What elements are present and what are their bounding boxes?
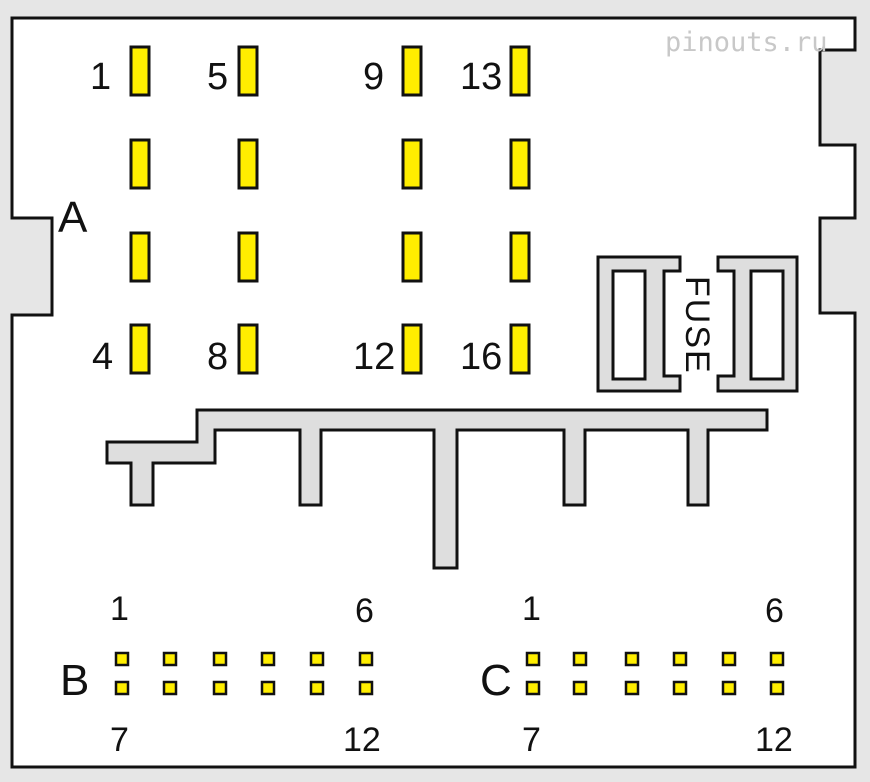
pin-a-10 [401,138,423,190]
pin-b-6 [358,651,374,667]
fuse-slot-right [749,269,785,381]
pin-label-a-4: 4 [92,336,113,378]
pin-b-12 [358,680,374,696]
pin-a-9 [401,45,423,97]
pin-b-3 [212,651,228,667]
pin-a-1 [129,45,151,97]
pin-label-c-7: 7 [522,721,541,759]
pin-b-10 [260,680,276,696]
pin-b-9 [212,680,228,696]
pin-label-c-1: 1 [522,590,541,628]
fuse-label: FUSE [678,276,716,375]
pin-label-c-12: 12 [755,721,793,759]
pin-c-12 [769,680,785,696]
pin-a-4 [129,323,151,375]
pin-a-3 [129,231,151,283]
pin-b-7 [114,680,130,696]
pin-c-10 [672,680,688,696]
pin-b-8 [162,680,178,696]
pin-c-8 [572,680,588,696]
pin-c-3 [624,651,640,667]
pin-c-4 [672,651,688,667]
pin-a-7 [237,231,259,283]
pin-a-13 [509,45,531,97]
pin-label-a-13: 13 [460,56,502,98]
pin-label-a-8: 8 [207,336,228,378]
pin-a-12 [401,323,423,375]
connector-b-label: B [60,656,89,705]
pin-c-2 [572,651,588,667]
pin-label-a-16: 16 [460,336,502,378]
pin-b-4 [260,651,276,667]
pin-label-a-1: 1 [90,56,111,98]
connector-b-pins [114,651,374,696]
fuse-holder: FUSE [596,255,799,393]
connector-a-pins [129,45,531,375]
pin-c-7 [525,680,541,696]
pin-a-2 [129,138,151,190]
pin-b-2 [162,651,178,667]
pin-a-5 [237,45,259,97]
connector-c-pins [525,651,785,696]
pin-c-6 [769,651,785,667]
connector-a-label: A [58,193,88,242]
pin-b-1 [114,651,130,667]
pin-label-b-1: 1 [110,590,129,628]
pin-label-a-5: 5 [207,56,228,98]
pin-a-15 [509,231,531,283]
pin-label-b-6: 6 [355,592,374,630]
pin-label-a-12: 12 [353,336,395,378]
pin-c-11 [721,680,737,696]
pin-b-11 [309,680,325,696]
pin-c-5 [721,651,737,667]
pin-label-a-9: 9 [363,56,384,98]
pin-a-11 [401,231,423,283]
pin-a-6 [237,138,259,190]
pin-label-c-6: 6 [765,592,784,630]
fuse-slot-left [611,269,647,381]
pin-label-b-12: 12 [343,721,381,759]
pin-a-16 [509,323,531,375]
locking-rib [105,408,769,570]
connector-c-label: C [480,656,512,705]
pin-c-1 [525,651,541,667]
pin-a-8 [237,323,259,375]
connector-housing [10,16,857,769]
pin-label-b-7: 7 [110,721,129,759]
watermark: pinouts.ru [665,27,828,58]
pin-c-9 [624,680,640,696]
pin-a-14 [509,138,531,190]
pin-b-5 [309,651,325,667]
